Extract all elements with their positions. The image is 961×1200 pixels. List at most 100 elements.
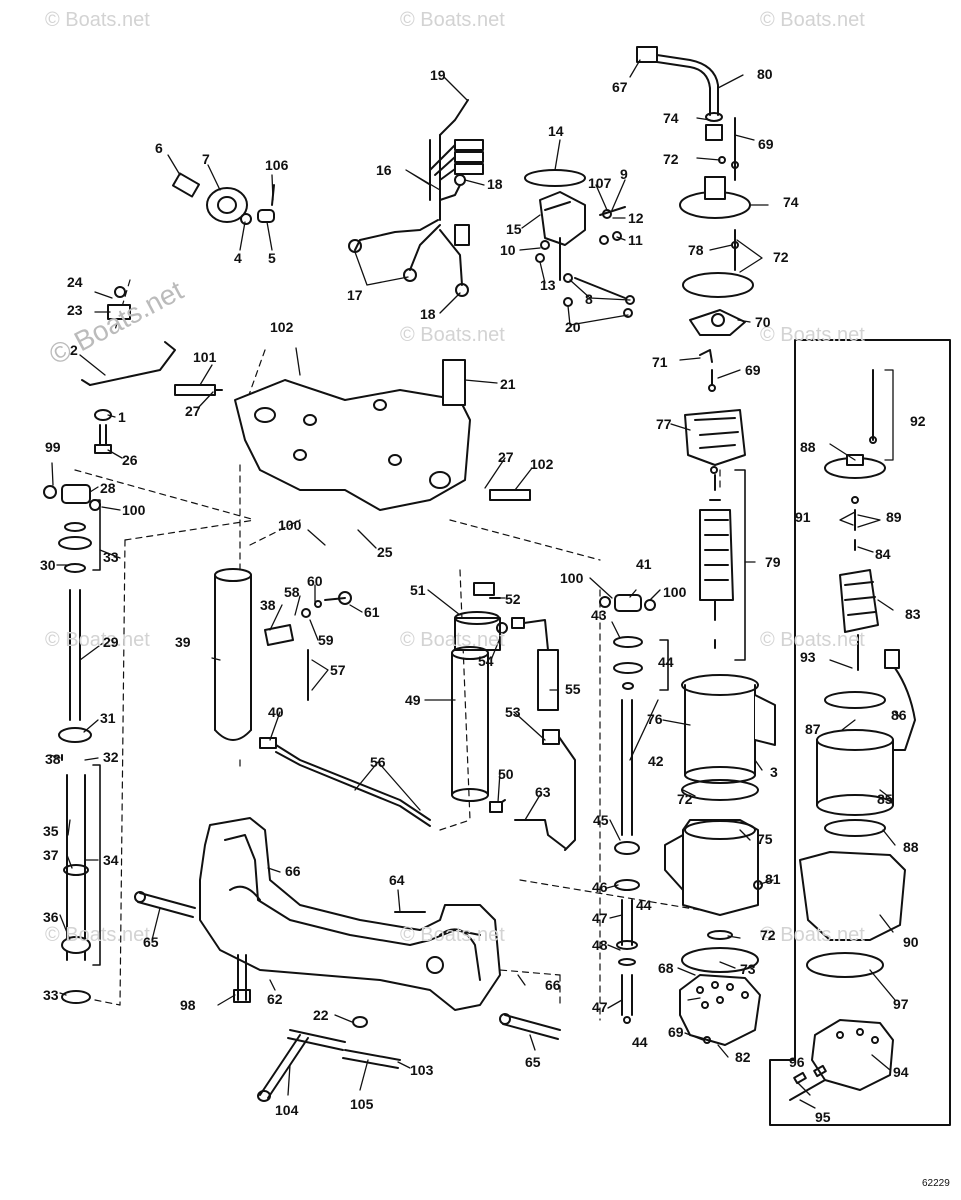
part-label: 12 [628, 210, 644, 226]
part-label: 38 [45, 751, 61, 767]
part-label: 72 [663, 151, 679, 167]
part-label: 100 [560, 570, 584, 586]
part-label: 48 [592, 937, 608, 953]
part-label: 40 [268, 704, 284, 720]
part-label: 65 [525, 1054, 541, 1070]
tilt-shaft [43, 484, 101, 1004]
bracket [174, 359, 531, 511]
part-label: 74 [663, 110, 679, 126]
part-label: 8 [585, 291, 593, 307]
part-label: 98 [180, 997, 196, 1013]
part-label: 88 [903, 839, 919, 855]
watermark: © Boats.net [760, 629, 865, 651]
part-label: 20 [565, 319, 581, 335]
part-label: 94 [893, 1064, 909, 1080]
part-label: 100 [122, 502, 146, 518]
part-label: 63 [535, 784, 551, 800]
part-label: 60 [307, 573, 323, 589]
link-rod [81, 286, 176, 454]
part-label: 87 [805, 721, 821, 737]
part-label: 2 [70, 342, 78, 358]
part-label: 29 [103, 634, 119, 650]
part-label: 44 [658, 654, 674, 670]
part-label: 18 [420, 306, 436, 322]
part-label: 33 [43, 987, 59, 1003]
group-box [769, 339, 951, 1126]
part-label: 57 [330, 662, 346, 678]
part-label: 19 [430, 67, 446, 83]
part-label: 50 [498, 766, 514, 782]
part-label: 85 [877, 791, 893, 807]
watermark: © Boats.net [45, 924, 150, 946]
part-label: 100 [663, 584, 687, 600]
part-label: 67 [612, 79, 628, 95]
wiring-harness [348, 99, 484, 297]
part-label: 6 [155, 140, 163, 156]
part-label: 33 [103, 549, 119, 565]
part-label: 16 [376, 162, 392, 178]
part-label: 62 [267, 991, 283, 1007]
part-label: 69 [745, 362, 761, 378]
part-label: 72 [773, 249, 789, 265]
part-label: 5 [268, 250, 276, 266]
watermark: © Boats.net [400, 629, 505, 651]
part-label: 25 [377, 544, 393, 560]
part-label: 58 [284, 584, 300, 600]
part-label: 23 [67, 302, 83, 318]
part-label: 71 [652, 354, 668, 370]
part-label: 86 [891, 707, 907, 723]
part-label: 45 [593, 812, 609, 828]
part-label: 11 [628, 232, 643, 248]
part-label: 42 [648, 753, 664, 769]
part-label: 41 [636, 556, 652, 572]
part-label: 30 [40, 557, 56, 573]
part-label: 103 [410, 1062, 434, 1078]
part-label: 37 [43, 847, 59, 863]
part-label: 81 [765, 871, 781, 887]
part-label: 104 [275, 1102, 299, 1118]
part-label: 72 [677, 791, 693, 807]
part-label: 59 [318, 632, 334, 648]
part-label: 69 [758, 136, 774, 152]
starter-housing [664, 674, 776, 940]
part-label: 89 [886, 509, 902, 525]
part-label: 55 [565, 681, 581, 697]
part-label: 3 [770, 764, 778, 780]
part-label: 24 [67, 274, 83, 290]
part-label: 18 [487, 176, 503, 192]
part-label: 44 [632, 1034, 648, 1050]
part-label: 96 [789, 1054, 805, 1070]
part-label: 64 [389, 872, 405, 888]
part-label: 90 [903, 934, 919, 950]
part-label: 66 [285, 863, 301, 879]
part-label: 9 [620, 166, 628, 182]
part-label: 14 [548, 123, 564, 139]
part-label: 38 [260, 597, 276, 613]
part-label: 43 [591, 607, 607, 623]
part-label: 36 [43, 909, 59, 925]
part-label: 61 [364, 604, 380, 620]
part-label: 49 [405, 692, 421, 708]
part-label: 51 [410, 582, 426, 598]
watermark: © Boats.net [400, 324, 505, 346]
part-label: 77 [656, 416, 672, 432]
part-label: 92 [910, 413, 926, 429]
part-label: 70 [755, 314, 771, 330]
part-label: 47 [592, 999, 608, 1015]
part-label: 80 [757, 66, 773, 82]
trim-cylinder [214, 568, 431, 827]
starter-armature [684, 409, 746, 661]
part-label: 76 [647, 711, 663, 727]
part-label: 27 [185, 403, 201, 419]
part-label: 35 [43, 823, 59, 839]
part-label: 102 [530, 456, 554, 472]
solenoid-group [524, 169, 635, 318]
drawing-code: 62229 [922, 1178, 950, 1189]
part-label: 78 [688, 242, 704, 258]
part-label: 97 [893, 996, 909, 1012]
watermark: © Boats.net [45, 9, 150, 31]
watermark: © Boats.net [45, 629, 150, 651]
part-label: 7 [202, 151, 210, 167]
